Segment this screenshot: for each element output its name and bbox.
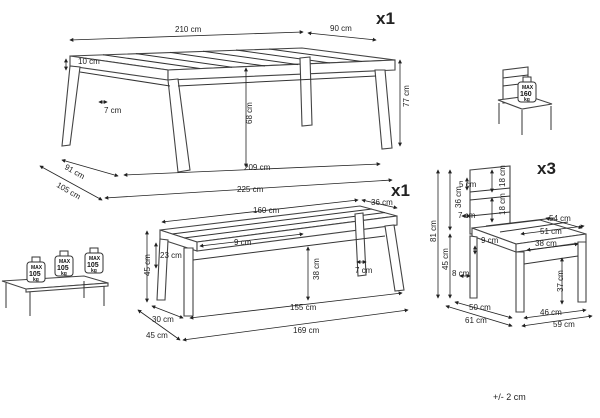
table-total-length-label: 225 cm [237,185,264,194]
bench-leg [183,247,194,317]
bench-load-value: 105 [87,262,99,269]
bench-load-value: 105 [29,271,41,278]
chair-leg [577,241,587,303]
bench-leg [384,224,405,292]
chair-leg-width-label: 8 cm [452,269,470,278]
chair-load-value: 160 [520,91,532,98]
bench-length-label: 160 cm [253,206,280,215]
chair-back-height-label: 36 cm [454,186,463,208]
table-dimensions [39,30,402,201]
table-inner-length-label: 209 cm [244,163,271,172]
chair-total-height-label: 81 cm [429,220,438,242]
bench-load-unit: kg [33,277,39,283]
table-width-label: 90 cm [330,24,352,33]
bench-load-value: 105 [57,265,69,272]
chair-slat-bottom-label: 18 cm [498,193,507,215]
chair-load-max: MAX [522,85,534,91]
chair-post-width-label: 7 cm [458,211,476,220]
bench-quantity: x1 [391,181,410,200]
bench-depth-inner-label: 30 cm [152,315,174,324]
bench-drawing [156,205,405,317]
table-top-side-edge [167,59,396,81]
bench-height-label: 45 cm [143,254,152,276]
bench-leg-width-label: 7 cm [355,266,373,275]
chair-total-width-label: 59 cm [553,320,575,329]
bench-clearance-label: 38 cm [312,258,321,280]
table-clearance-label: 68 cm [245,102,254,124]
table-length-label: 210 cm [175,25,202,34]
table-top-thickness-label: 10 cm [78,57,100,66]
bench-load-max: MAX [31,265,43,271]
bench-leg [156,238,169,301]
table-quantity: x1 [376,9,395,28]
bench-load-unit: kg [61,271,67,277]
table-depth-total-label: 105 cm [55,180,83,201]
chair-inner-width-label: 38 cm [535,239,557,248]
bench-load-max: MAX [89,256,101,262]
chair-seat-depth-label: 54 cm [549,214,571,223]
bench-inner-length-label: 155 cm [290,303,317,312]
chair-load-unit: kg [524,97,530,103]
bench-dimensions [137,198,409,342]
bench-top-thickness-label: 9 cm [234,238,252,247]
table-leg [374,69,393,150]
bench-load-unit: kg [91,268,97,274]
bench-total-length-label: 169 cm [293,326,320,335]
chair-slat-gap-label: 5 cm [459,180,477,189]
chair-dimensions [436,169,593,328]
table-leg [61,65,81,147]
bench-load-thumbnail [1,247,109,316]
bench-load-max: MAX [59,259,71,265]
chair-quantity: x3 [537,159,556,178]
chair-leg-clearance-label: 37 cm [556,270,565,292]
table-depth-inner-label: 91 cm [63,162,87,181]
table-height-label: 77 cm [402,85,411,107]
table-leg-width-label: 7 cm [104,106,122,115]
chair-slat-top-label: 18 cm [498,165,507,187]
chair-inner-depth-label: 50 cm [469,303,491,312]
bench-depth-total-label: 45 cm [146,331,168,340]
chair-thumbnail [497,66,553,135]
tolerance-note: +/- 2 cm [493,392,526,402]
table-leg [167,78,191,173]
table-leg [299,56,313,127]
chair-seat-width-label: 51 cm [540,227,562,236]
chair-seat-thickness-label: 9 cm [481,236,499,245]
bench-apron-label: 23 cm [160,251,182,260]
table-drawing [61,47,396,173]
chair-seat-height-label: 45 cm [441,248,450,270]
chair-total-depth-label: 61 cm [465,316,487,325]
chair-leg [515,251,525,313]
chair-leg [469,235,478,299]
chair-outer-width-label: 46 cm [540,308,562,317]
bench-width-label: 36 cm [371,198,393,207]
